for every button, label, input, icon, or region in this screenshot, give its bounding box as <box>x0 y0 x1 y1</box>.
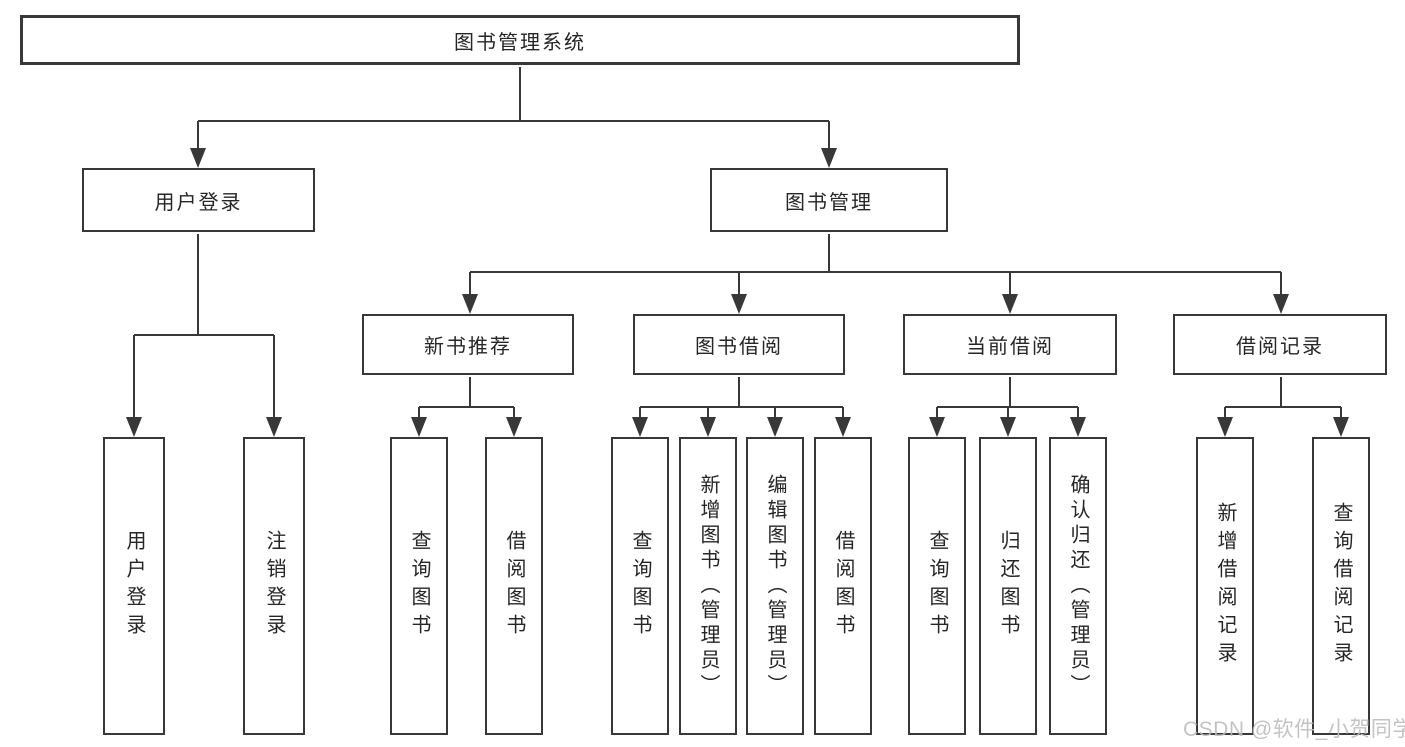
leaf-records-query-record: 查询借阅记录 <box>1312 437 1370 735</box>
node-book-borrow: 图书借阅 <box>633 314 845 375</box>
leaf-logout-label: 注销登录 <box>263 530 285 642</box>
leaf-current-return-books-label: 归还图书 <box>997 530 1019 642</box>
connector-new-book-recommend <box>418 377 515 419</box>
leaf-user-login-label: 用户登录 <box>123 530 145 642</box>
node-library-system: 图书管理系统 <box>20 15 1020 65</box>
node-book-management-label: 图书管理 <box>785 191 873 214</box>
leaf-borrow-edit-books-admin-label: 编辑图书（管理员） <box>764 473 786 699</box>
connector-user-login <box>133 234 275 419</box>
node-current-borrow-label: 当前借阅 <box>966 336 1054 358</box>
leaf-current-confirm-return-admin: 确认归还（管理员） <box>1049 437 1107 735</box>
leaf-borrow-edit-books-admin: 编辑图书（管理员） <box>746 437 804 735</box>
leaf-borrow-borrow-books: 借阅图书 <box>814 437 872 735</box>
node-borrow-records-label: 借阅记录 <box>1236 336 1324 358</box>
csdn-watermark: CSDN @软件_小贺同学 <box>1183 718 1405 741</box>
connector-book-borrow <box>639 377 844 419</box>
leaf-borrow-query-books-label: 查询图书 <box>629 530 651 642</box>
leaf-recommend-borrow-books: 借阅图书 <box>485 437 543 735</box>
leaf-recommend-borrow-books-label: 借阅图书 <box>503 530 525 642</box>
node-user-login: 用户登录 <box>82 168 315 232</box>
leaf-current-confirm-return-admin-label: 确认归还（管理员） <box>1067 473 1089 699</box>
connector-current-borrow <box>936 377 1079 419</box>
leaf-records-query-record-label: 查询借阅记录 <box>1330 502 1352 670</box>
leaf-recommend-query-books: 查询图书 <box>390 437 448 735</box>
leaf-borrow-add-books-admin: 新增图书（管理员） <box>679 437 737 735</box>
leaf-current-query-books-label: 查询图书 <box>926 530 948 642</box>
connector-book-management <box>469 234 1282 296</box>
leaf-user-login: 用户登录 <box>103 437 165 735</box>
node-current-borrow: 当前借阅 <box>903 314 1117 375</box>
connector-root <box>197 67 830 150</box>
node-borrow-records: 借阅记录 <box>1173 314 1387 375</box>
leaf-current-query-books: 查询图书 <box>908 437 966 735</box>
node-library-system-label: 图书管理系统 <box>454 31 586 54</box>
node-user-login-label: 用户登录 <box>154 191 243 214</box>
leaf-records-add-record-label: 新增借阅记录 <box>1214 502 1236 670</box>
leaf-borrow-add-books-admin-label: 新增图书（管理员） <box>697 473 719 699</box>
node-book-borrow-label: 图书借阅 <box>695 336 783 358</box>
node-new-book-recommend-label: 新书推荐 <box>424 336 512 358</box>
leaf-borrow-borrow-books-label: 借阅图书 <box>832 530 854 642</box>
arrowheads <box>126 148 1349 437</box>
leaf-logout: 注销登录 <box>243 437 305 735</box>
connector-borrow-records <box>1224 377 1342 419</box>
leaf-current-return-books: 归还图书 <box>979 437 1037 735</box>
leaf-borrow-query-books: 查询图书 <box>611 437 669 735</box>
node-new-book-recommend: 新书推荐 <box>362 314 574 375</box>
leaf-recommend-query-books-label: 查询图书 <box>408 530 430 642</box>
leaf-records-add-record: 新增借阅记录 <box>1196 437 1254 735</box>
node-book-management: 图书管理 <box>710 168 948 232</box>
